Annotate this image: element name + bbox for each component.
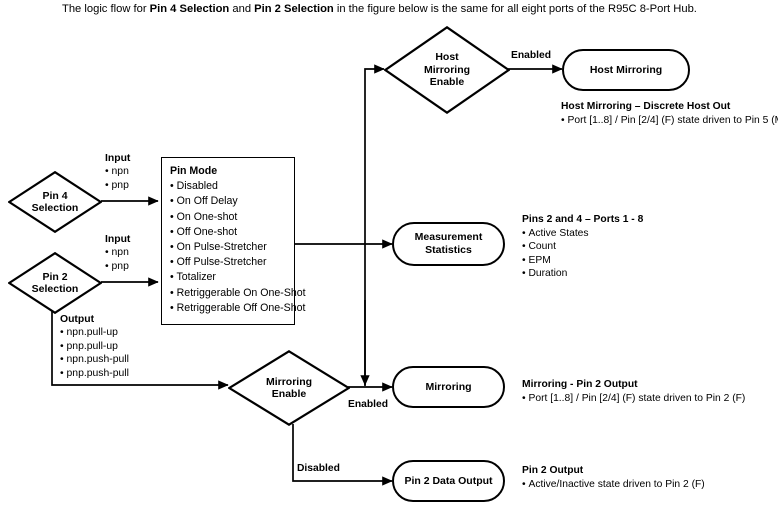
input-list-pin4-item: • pnp — [105, 179, 129, 191]
annotation-measurement-item-text: EPM — [528, 254, 551, 266]
node-host-mirroring-enable[interactable]: Host Mirroring Enable — [384, 26, 510, 114]
caption-bold-pin2: Pin 2 Selection — [254, 3, 334, 15]
edge-label-mirroring-disabled: Disabled — [297, 463, 340, 474]
annotation-pin2-output-item-text: Active/Inactive state driven to Pin 2 (F… — [528, 478, 705, 490]
input-list-pin4-item: • npn — [105, 166, 129, 178]
edge-label-host-enabled: Enabled — [511, 50, 552, 61]
output-list-pin2-item: • pnp.pull-up — [60, 340, 118, 352]
pin-mode-item: • Off One-shot — [170, 225, 238, 238]
annotation-measurement-item-text: Count — [528, 241, 556, 253]
output-list-pin2-item: • npn.push-pull — [60, 354, 129, 366]
diamond-shape-pin4 — [8, 171, 102, 233]
annotation-host-mirroring-item: • Port [1..8] / Pin [2/4] (F) state driv… — [561, 114, 778, 128]
input-list-pin4-title: Input — [105, 153, 131, 164]
node-mirroring-enable[interactable]: Mirroring Enable — [228, 350, 350, 426]
node-mirroring[interactable]: Mirroring — [392, 366, 505, 408]
node-host-mirroring[interactable]: Host Mirroring — [562, 49, 690, 91]
node-pin4-selection[interactable]: Pin 4 Selection — [8, 171, 102, 233]
pin-mode-item: • On Off Delay — [170, 195, 238, 208]
output-list-pin2-item: • pnp.push-pull — [60, 367, 129, 379]
pin-mode-item: • Retriggerable On One-Shot — [170, 286, 306, 299]
diamond-shape-pin2 — [8, 252, 102, 314]
node-pin2-data-output[interactable]: Pin 2 Data Output — [392, 460, 505, 502]
node-measurement-statistics[interactable]: Measurement Statistics — [392, 222, 505, 266]
diamond-shape-host-mirroring-enable — [384, 26, 510, 114]
edge-trunk-up-to-host-mirroring-enable — [364, 64, 385, 386]
caption-part-2: and — [229, 3, 255, 15]
annotation-mirroring-item: • Port [1..8] / Pin [2/4] (F) state driv… — [522, 392, 746, 404]
edge-mirroring-enable-to-pin2-data — [292, 424, 393, 486]
annotation-mirroring-title: Mirroring - Pin 2 Output — [522, 379, 638, 390]
input-list-pin2: Input • npn • pnp — [105, 233, 130, 273]
pin-mode-item: • On One-shot — [170, 210, 238, 223]
annotation-mirroring-item-text: Port [1..8] / Pin [2/4] (F) state driven… — [528, 392, 746, 404]
edge-pin2-output-to-mirroring-enable — [51, 311, 229, 390]
output-list-pin2-title: Output — [60, 314, 95, 325]
node-pin2-selection[interactable]: Pin 2 Selection — [8, 252, 102, 314]
pin-mode-item: • On Pulse-Stretcher — [170, 241, 267, 254]
annotation-pin2-output-title: Pin 2 Output — [522, 465, 584, 476]
annotation-measurement-item: • Count — [522, 241, 556, 253]
annotation-measurement-item: • Duration — [522, 268, 568, 280]
pin-mode-box[interactable]: Pin Mode • Disabled • On Off Delay • On … — [161, 157, 306, 325]
input-list-pin2-item: • npn — [105, 247, 129, 259]
output-list-pin2: Output • npn.pull-up • pnp.pull-up • npn… — [60, 313, 129, 380]
annotation-host-mirroring: Host Mirroring – Discrete Host Out • Por… — [561, 100, 778, 127]
pin-mode-item: • Totalizer — [170, 271, 216, 284]
caption-bold-pin4: Pin 4 Selection — [149, 3, 230, 15]
pin-mode-title: Pin Mode — [170, 165, 218, 177]
input-list-pin2-item: • pnp — [105, 260, 129, 272]
annotation-measurement-item-text: Duration — [528, 268, 568, 280]
diamond-shape-mirroring-enable — [228, 350, 350, 426]
annotation-measurement-item: • Active States — [522, 227, 589, 239]
pin-mode-item: • Retriggerable Off One-Shot — [170, 301, 306, 314]
annotation-pin2-output: Pin 2 Output • Active/Inactive state dri… — [522, 464, 705, 491]
pin-mode-item: • Disabled — [170, 180, 218, 193]
annotation-host-mirroring-title: Host Mirroring – Discrete Host Out — [561, 101, 731, 112]
input-list-pin2-title: Input — [105, 234, 131, 245]
node-label-mirroring-enable: Mirroring Enable — [265, 375, 313, 401]
node-label-pin4-selection: Pin 4 Selection — [31, 189, 79, 215]
node-label-host-mirroring-enable: Host Mirroring Enable — [423, 51, 471, 89]
output-list-pin2-item: • npn.pull-up — [60, 327, 118, 339]
annotation-measurement-item: • EPM — [522, 254, 551, 266]
page-caption: The logic flow for Pin 4 Selection and P… — [62, 2, 722, 16]
annotation-measurement: Pins 2 and 4 – Ports 1 - 8 • Active Stat… — [522, 213, 643, 281]
annotation-measurement-title: Pins 2 and 4 – Ports 1 - 8 — [522, 214, 644, 225]
pin-mode-item: • Off Pulse-Stretcher — [170, 256, 267, 269]
edge-label-mirroring-enabled: Enabled — [348, 399, 389, 410]
input-list-pin4: Input • npn • pnp — [105, 152, 130, 192]
annotation-pin2-output-item: • Active/Inactive state driven to Pin 2 … — [522, 478, 705, 490]
annotation-measurement-item-text: Active States — [528, 227, 589, 239]
node-label-pin2-selection: Pin 2 Selection — [31, 270, 79, 296]
caption-part-1: The logic flow for — [62, 3, 150, 15]
annotation-host-mirroring-item-text: Port [1..8] / Pin [2/4] (F) state driven… — [567, 114, 778, 126]
annotation-mirroring: Mirroring - Pin 2 Output • Port [1..8] /… — [522, 378, 745, 405]
caption-part-3: in the figure below is the same for all … — [333, 3, 697, 15]
